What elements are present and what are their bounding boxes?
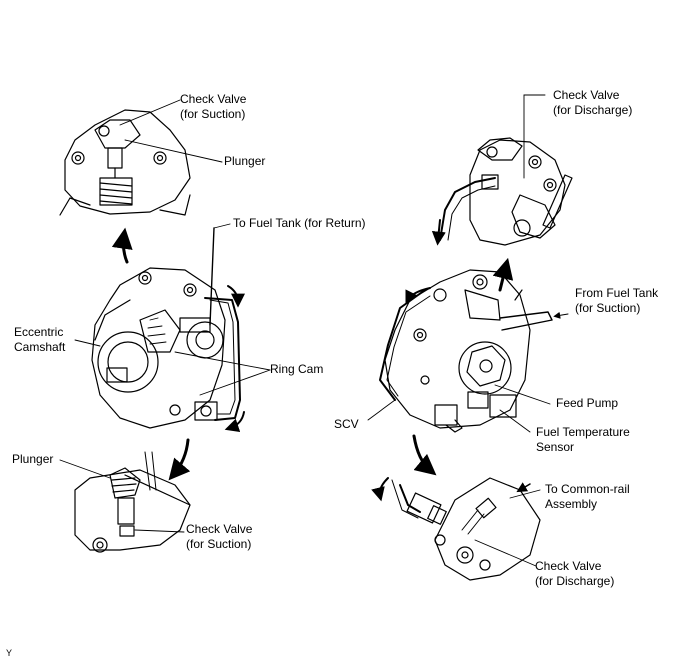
supply-pump-left — [74, 223, 271, 429]
flow-arrow-from-tank — [553, 311, 569, 319]
flow-arrow-up-left — [111, 227, 133, 264]
detail-suction-valve-top — [59, 99, 223, 216]
detail-suction-valve-bottom — [59, 451, 191, 553]
label-plunger-bottom: Plunger — [12, 452, 54, 466]
detail-discharge-valve-bottom — [391, 477, 541, 581]
rotation-arrow-lower — [224, 411, 245, 432]
label-ring-cam: Ring Cam — [270, 362, 324, 376]
rotation-arrow-bottom-right — [371, 477, 389, 502]
label-feed-pump: Feed Pump — [556, 396, 619, 410]
label-check-valve-suction-top: Check Valve (for Suction) — [180, 92, 247, 121]
label-plunger-top: Plunger — [224, 154, 266, 168]
rotation-arrow-upper — [227, 285, 245, 308]
label-from-fuel-tank-suction: From Fuel Tank (for Suction) — [575, 286, 659, 315]
detail-discharge-valve-top — [439, 94, 573, 246]
flow-arrow-to-common-rail — [516, 482, 531, 493]
label-check-valve-suction-bottom: Check Valve (for Suction) — [186, 522, 253, 551]
flow-arrow-up-right — [492, 257, 514, 292]
supply-pump-right — [367, 269, 553, 433]
label-eccentric-camshaft: Eccentric Camshaft — [14, 325, 66, 354]
flow-arrow-down-left — [168, 438, 191, 481]
flow-arrow-discharge-top — [431, 219, 446, 246]
label-to-fuel-tank-return: To Fuel Tank (for Return) — [233, 216, 366, 230]
flow-arrow-down-right — [412, 434, 437, 476]
label-scv: SCV — [334, 417, 359, 431]
figure-id: Y — [6, 648, 13, 658]
label-to-common-rail-assembly: To Common-rail Assembly — [545, 482, 630, 511]
label-check-valve-discharge-top: Check Valve (for Discharge) — [553, 88, 633, 117]
label-fuel-temperature-sensor: Fuel Temperature Sensor — [536, 425, 630, 454]
label-check-valve-discharge-bottom: Check Valve (for Discharge) — [535, 559, 615, 588]
rotation-arrow-right-upper — [405, 287, 431, 306]
